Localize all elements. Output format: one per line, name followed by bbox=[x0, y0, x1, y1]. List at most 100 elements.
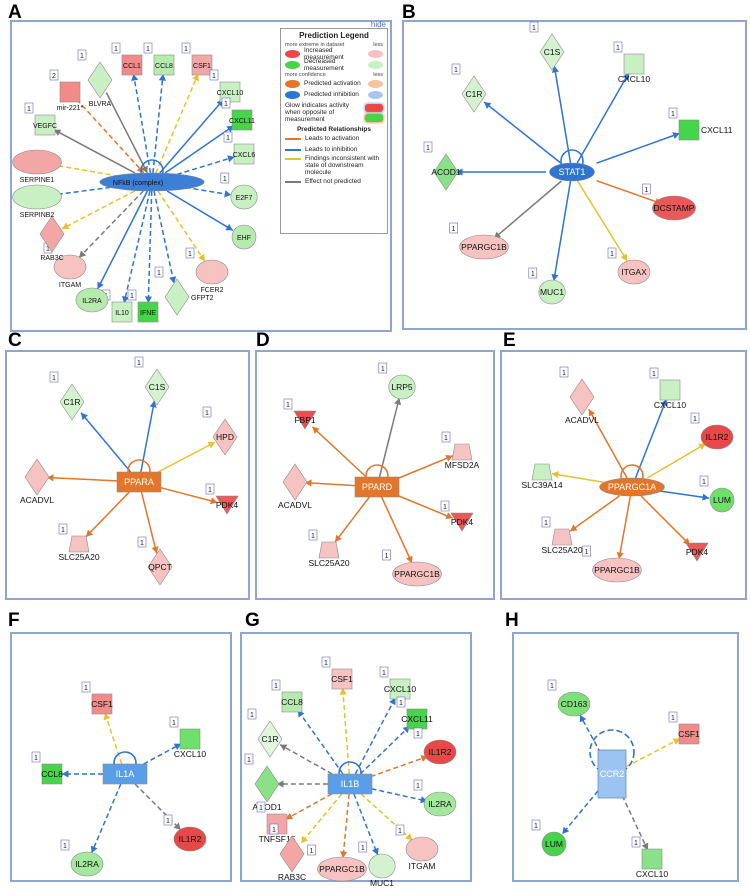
node-label-cxcl10: CXCL10 bbox=[654, 400, 686, 410]
node-serpine1[interactable]: SERPINE1 bbox=[12, 149, 62, 184]
count-badge-box-ccl8 bbox=[31, 751, 41, 763]
node-shape-lrp5 bbox=[388, 374, 416, 400]
node-label-e2f7: E2F7 bbox=[236, 195, 253, 202]
node-il2ra[interactable]: IL2RA bbox=[75, 287, 109, 313]
hub-stat1[interactable]: STAT1 bbox=[549, 162, 595, 182]
node-acadvl[interactable]: ACADVL bbox=[278, 463, 312, 510]
hub-ppard[interactable]: PPARD bbox=[354, 476, 400, 498]
node-serpinb2[interactable]: SERPINB2 bbox=[12, 184, 62, 219]
edge-il1b-rab3c bbox=[300, 793, 343, 844]
hub-nfkb-complex[interactable]: NFkB (complex) bbox=[99, 172, 205, 192]
hub-ppargc1a[interactable]: PPARGC1A bbox=[599, 477, 665, 497]
count-badge-ppargc1b: 1 bbox=[385, 553, 389, 560]
node-acadvl[interactable]: ACADVL bbox=[20, 458, 54, 505]
hub-il1a[interactable]: IL1A bbox=[102, 763, 148, 785]
edge-ppard-fbp1 bbox=[311, 426, 367, 478]
count-badge-box-e2f7 bbox=[220, 172, 230, 184]
hub-il1b[interactable]: IL1B bbox=[327, 773, 373, 795]
hub-ccr2[interactable]: CCR2 bbox=[597, 749, 627, 799]
node-ehf[interactable]: EHF bbox=[231, 224, 257, 250]
node-slc39a14[interactable]: SLC39A14 bbox=[521, 463, 563, 490]
hub-ppara[interactable]: PPARA bbox=[116, 471, 162, 493]
node-label-mir-221: mir-221* bbox=[57, 105, 84, 112]
node-rab3c[interactable]: RAB3C bbox=[39, 215, 65, 262]
count-badge-box-ccl8 bbox=[271, 679, 281, 691]
count-badge-box-mir-221 bbox=[49, 69, 59, 81]
hide-legend-link[interactable]: hide bbox=[370, 20, 386, 29]
node-shape-c1s bbox=[539, 33, 565, 71]
node-shape-pdk4 bbox=[450, 512, 474, 532]
node-mir-221[interactable]: mir-221* 2 bbox=[49, 69, 84, 112]
count-badge-box-cxcl10 bbox=[631, 836, 641, 848]
node-pdk4[interactable]: PDK4 bbox=[685, 542, 709, 562]
arrowhead-rab3c bbox=[62, 222, 70, 229]
count-badge-box-cxcl11 bbox=[668, 107, 678, 119]
edge-ccr2-cd163 bbox=[579, 714, 602, 754]
count-badge-mir-221: 2 bbox=[52, 73, 56, 80]
count-badge-box-c1r bbox=[451, 63, 461, 75]
